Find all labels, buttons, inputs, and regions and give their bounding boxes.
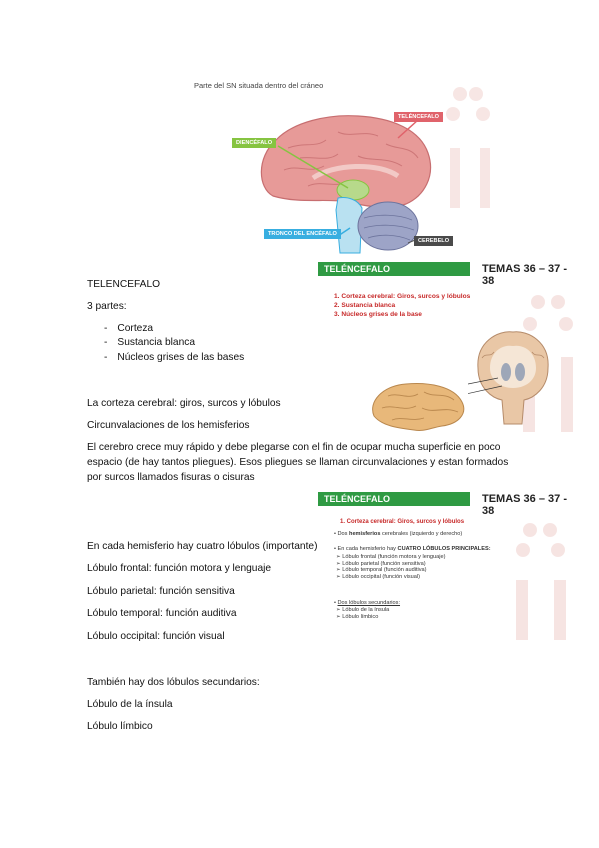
slide-lobe-item: ➢ Lóbulo parietal (función sensitiva) (336, 560, 426, 567)
slide-subtitle: 1. Corteza cerebral: Giros, surcos y lób… (340, 519, 465, 525)
slide-telencefalo-parts: TELÉNCEFALO TEMAS 36 – 37 - 38 1. Cortez… (318, 262, 580, 432)
slide-lobe-item: ➢ Lóbulo frontal (función motora y lengu… (336, 554, 446, 560)
brain-coronal-illustration (468, 331, 549, 425)
doc-lobe-item: Lóbulo occipital: función visual (87, 631, 225, 642)
brain-sagittal-figure: Parte del SN situada dentro del cráneo (188, 78, 500, 258)
cerebellum-shape (357, 201, 419, 251)
slide-lobulos-line: • En cada hemisferio hay CUATRO LÓBULOS … (334, 546, 491, 552)
slide-watermark (516, 523, 566, 640)
slide-lobulos: TELÉNCEFALO TEMAS 36 – 37 - 38 1. Cortez… (318, 490, 580, 640)
diencephalon-shape (336, 179, 370, 201)
slide-lobe-item: ➢ Lóbulo occipital (función visual) (336, 574, 420, 581)
brain-sagittal-illustration (260, 87, 490, 254)
doc-secondary-item: Lóbulo de la ínsula (87, 699, 173, 710)
slide-lobe-item: ➢ Lóbulo temporal (función auditiva) (336, 567, 427, 574)
slide-secondary-item: ➢ Lóbulo de la ínsula (336, 607, 390, 613)
slide-item: 3. Núcleos grises de la base (334, 311, 422, 318)
label-telencefalo: TELÉNCEFALO (394, 112, 444, 122)
label-cerebelo: CEREBELO (414, 236, 454, 246)
slide-header: TELÉNCEFALO (318, 492, 470, 506)
slide-secondary-list: ➢ Lóbulo de la ínsula ➢ Lóbulo límbico (336, 607, 389, 620)
doc-part-item: -Corteza (104, 323, 154, 334)
label-diencefalo: DIENCÉFALO (232, 138, 277, 148)
doc-cortex-title: La corteza cerebral: giros, surcos y lób… (87, 398, 281, 409)
slide-principal-list: ➢ Lóbulo frontal (función motora y lengu… (336, 554, 446, 581)
doc-lobes-intro: En cada hemisferio hay cuatro lóbulos (i… (87, 541, 318, 552)
doc-part-item: -Núcleos grises de las bases (104, 352, 245, 363)
brainstem-shape (335, 197, 363, 254)
line1-prefix: Dos (337, 531, 350, 537)
doc-paragraph: El cerebro crece muy rápido y debe plega… (87, 442, 509, 483)
slide-secondary-item: ➢ Lóbulo límbico (336, 613, 379, 620)
slide-item-list: 1. Corteza cerebral: Giros, surcos y lób… (334, 292, 470, 319)
line1-bold: hemisferios (349, 531, 381, 537)
slide-temas: TEMAS 36 – 37 - 38 (482, 493, 567, 517)
line2-bold: CUATRO LÓBULOS PRINCIPALES: (397, 546, 491, 552)
doc-part-item: -Sustancia blanca (104, 337, 195, 348)
doc-parts-intro: 3 partes: (87, 301, 127, 312)
doc-heading: TELENCEFALO (87, 279, 161, 290)
slide-header: TELÉNCEFALO (318, 262, 470, 276)
brain-lateral-illustration (372, 383, 465, 431)
doc-secondary-intro: También hay dos lóbulos secundarios: (87, 677, 260, 688)
doc-lobe-item: Lóbulo frontal: función motora y lenguaj… (87, 563, 272, 574)
line1-suffix: cerebrales (izquierdo y derecho) (380, 531, 463, 537)
slide-secondary-title: • Dos lóbulos secundarios: (334, 600, 401, 606)
slide-hemisferios-line: • Dos hemisferios cerebrales (izquierdo … (334, 531, 463, 537)
doc-circ: Circunvalaciones de los hemisferios (87, 420, 250, 431)
slide-item: 2. Sustancia blanca (334, 302, 396, 309)
label-tronco: TRONCO DEL ENCÉFALO (264, 229, 341, 239)
line2-prefix: En cada hemisferio hay (337, 546, 398, 552)
doc-lobe-item: Lóbulo temporal: función auditiva (87, 608, 237, 619)
doc-secondary-item: Lóbulo límbico (87, 721, 153, 732)
slide-item: 1. Corteza cerebral: Giros, surcos y lób… (334, 293, 471, 300)
doc-lobe-item: Lóbulo parietal: función sensitiva (87, 586, 235, 597)
slide-temas: TEMAS 36 – 37 - 38 (482, 263, 567, 287)
figure-caption: Parte del SN situada dentro del cráneo (194, 81, 324, 90)
